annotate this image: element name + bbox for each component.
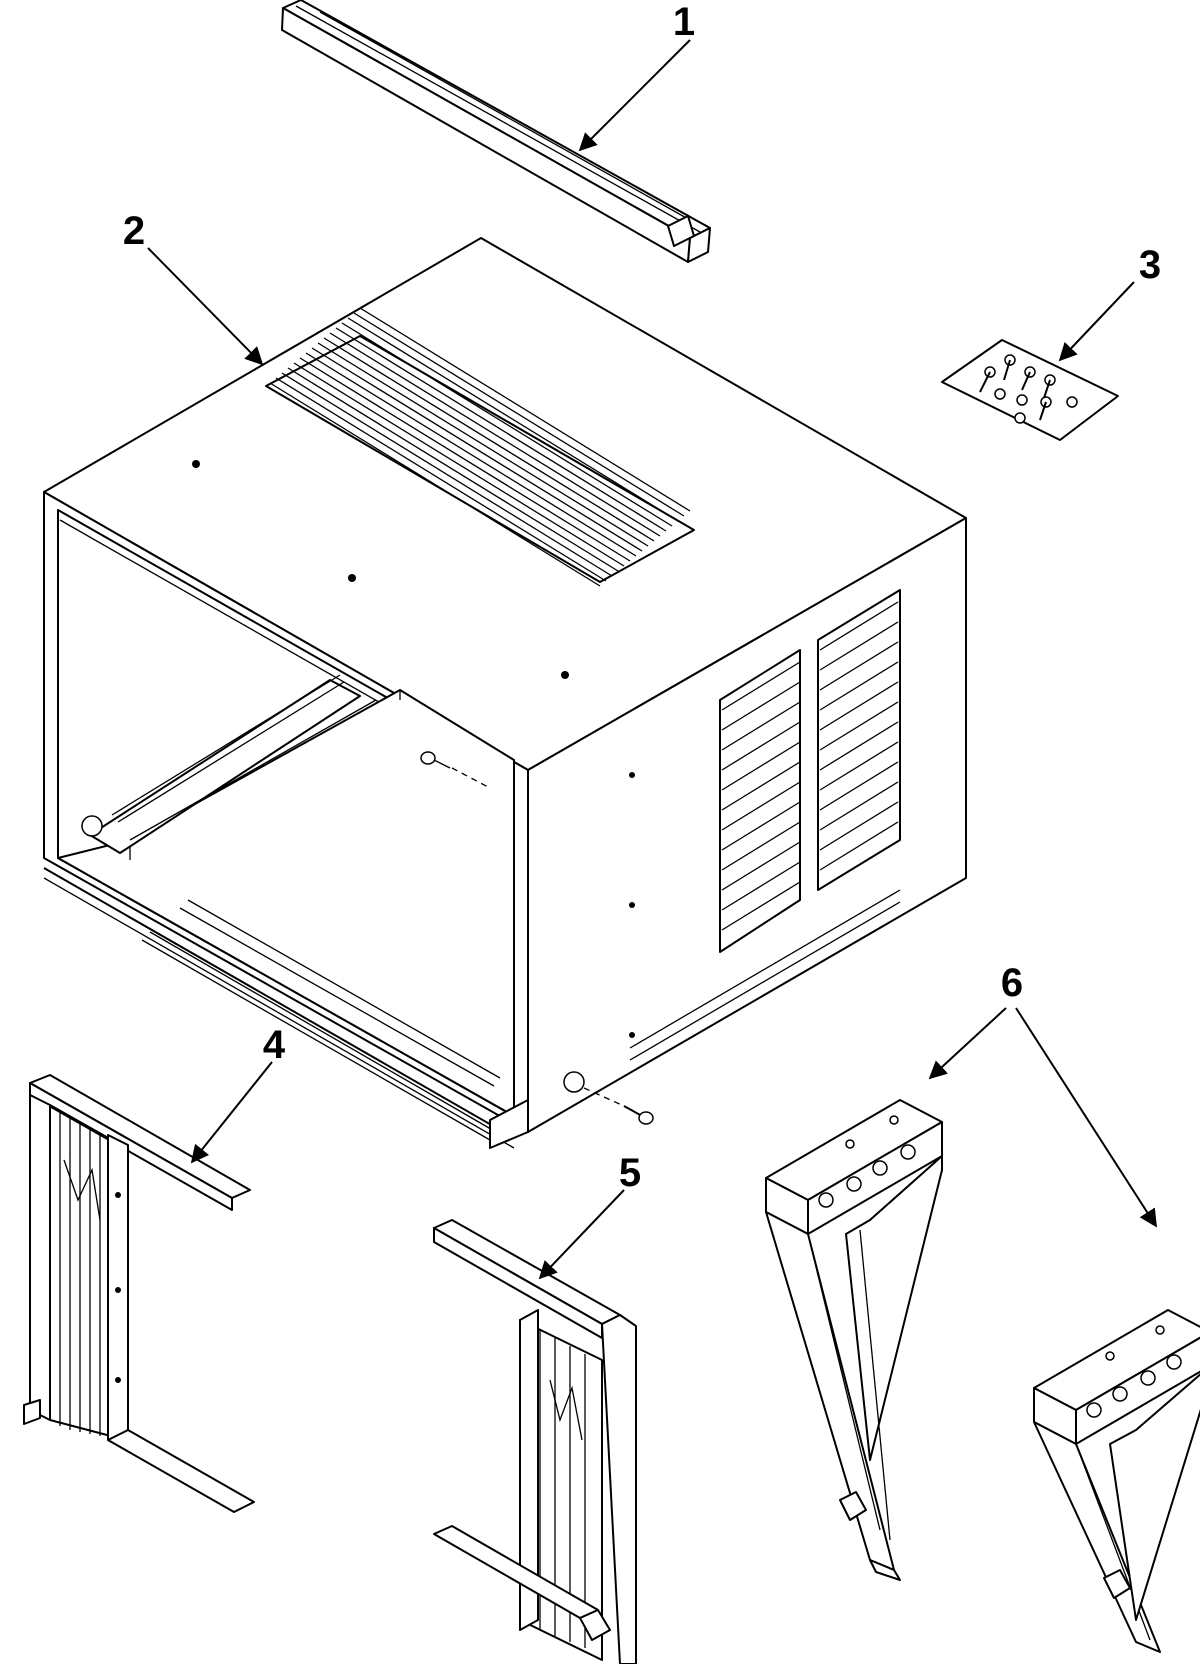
callout-5: 5 xyxy=(619,1151,641,1195)
callout-3: 3 xyxy=(1139,243,1161,287)
top-rail-channel-icon xyxy=(281,0,711,263)
support-bracket-icon xyxy=(765,1099,1200,1653)
mounting-screw-right-icon xyxy=(583,1087,654,1125)
callout-2: 2 xyxy=(123,209,145,253)
top-louvers-icon xyxy=(265,307,695,587)
callout-1: 1 xyxy=(673,0,695,44)
side-louvers-icon xyxy=(629,589,901,1061)
right-side-curtain-icon xyxy=(433,1219,637,1664)
cabinet-sleeve-icon xyxy=(43,237,967,1149)
mounting-screw-left-icon xyxy=(420,751,491,789)
callout-6: 6 xyxy=(1001,961,1023,1005)
callout-4: 4 xyxy=(263,1023,286,1067)
hardware-bag-icon xyxy=(941,339,1119,441)
left-side-curtain-icon xyxy=(23,1074,255,1513)
